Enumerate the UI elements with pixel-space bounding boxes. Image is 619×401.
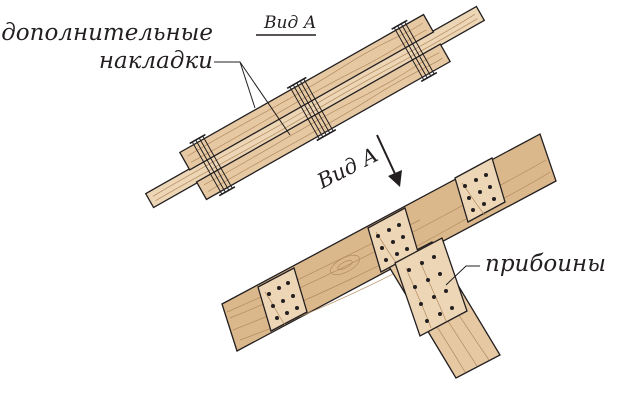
leader-additional-plates: [214, 61, 291, 136]
cleat-post: [394, 237, 468, 337]
label-additional-plates-line2: накладки: [99, 48, 213, 74]
bolt-band-left: [189, 133, 236, 197]
label-view-title: Вид А: [263, 13, 317, 33]
label-additional-plates-line1: дополнительные: [1, 20, 213, 46]
top-view: [144, 5, 486, 209]
leader-cleats: [445, 265, 480, 286]
bolt-band-middle: [286, 76, 337, 142]
nails: [267, 173, 496, 323]
bottom-view: [221, 133, 557, 379]
bolt-band-right: [391, 19, 438, 83]
bolt-bands: [189, 19, 438, 197]
label-cleats: прибоины: [485, 251, 606, 277]
view-arrow-icon: [376, 134, 402, 187]
annotations: [214, 34, 480, 286]
label-view-arrow: Вид А: [312, 143, 382, 194]
